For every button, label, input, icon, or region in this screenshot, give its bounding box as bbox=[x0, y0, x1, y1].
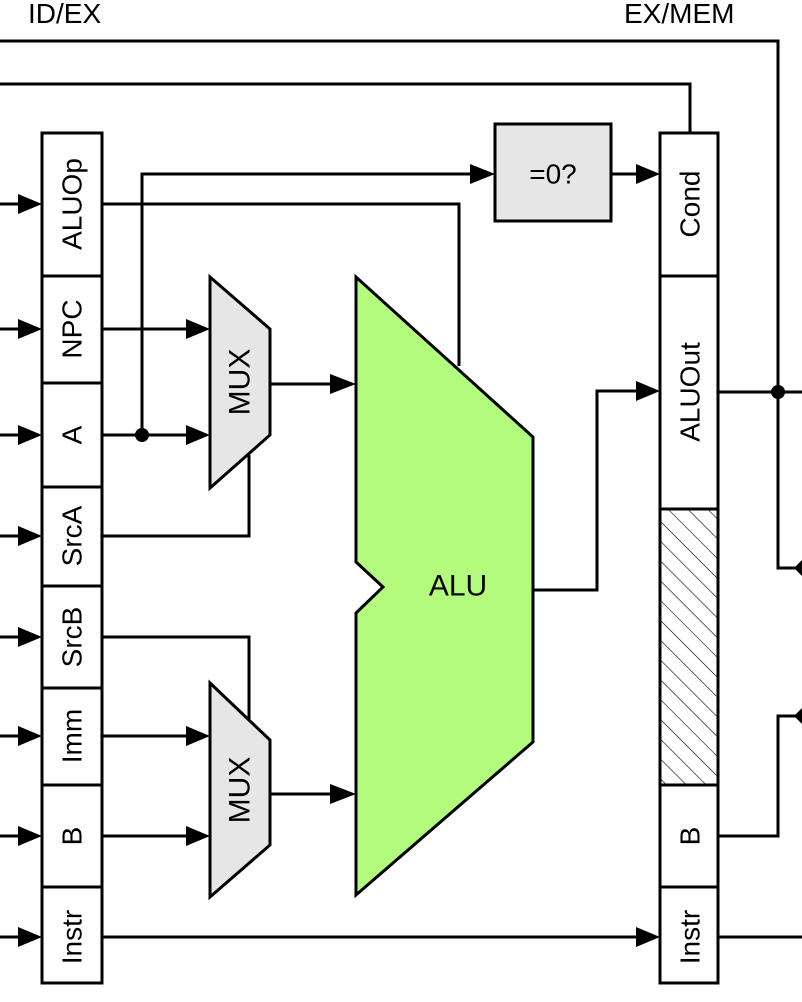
mux-bottom bbox=[208, 679, 272, 901]
arrowhead-npc-mux bbox=[186, 319, 210, 339]
zero-test-label: =0? bbox=[529, 159, 577, 190]
id-ex-register bbox=[40, 131, 104, 985]
arrowhead-alu-in-bottom bbox=[330, 784, 356, 804]
arrowhead-instr-in bbox=[636, 927, 660, 947]
id-ex-field-npc: NPC bbox=[57, 299, 88, 358]
arrowhead-out-lower bbox=[794, 708, 802, 724]
ex-mem-field-instr: Instr bbox=[675, 910, 706, 964]
wire-a-to-zero-test bbox=[140, 172, 470, 435]
id-ex-field-b: B bbox=[57, 827, 88, 846]
id-ex-field-srcb: SrcB bbox=[57, 607, 88, 668]
arrowhead-a-mux bbox=[186, 425, 210, 445]
id-ex-field-instr: Instr bbox=[57, 910, 88, 964]
ex-mem-field-aluout: ALUOut bbox=[675, 342, 706, 442]
mux-top bbox=[208, 273, 272, 492]
id-ex-field-a: A bbox=[57, 425, 88, 444]
arrowhead-b-mux bbox=[186, 826, 210, 846]
ex-mem-field-b: B bbox=[675, 827, 706, 846]
wire-alu-to-aluout bbox=[533, 389, 636, 592]
ex-mem-header: EX/MEM bbox=[624, 0, 734, 29]
feedback-wire-outer bbox=[0, 39, 802, 570]
alu-block bbox=[354, 273, 535, 899]
id-ex-field-imm: Imm bbox=[57, 709, 88, 763]
arrowhead-zero-test-in bbox=[470, 164, 495, 184]
wire-srcb-select bbox=[102, 635, 251, 720]
id-ex-header: ID/EX bbox=[28, 0, 101, 29]
arrowhead-aluout-in bbox=[636, 381, 660, 401]
junction-dot-aluout bbox=[771, 385, 785, 399]
ex-mem-field-cond: Cond bbox=[675, 171, 706, 238]
arrowhead-imm-mux bbox=[186, 726, 210, 746]
wire-b-out bbox=[718, 714, 802, 838]
mux-bottom-label: MUX bbox=[224, 757, 257, 824]
id-ex-field-srca: SrcA bbox=[57, 505, 88, 566]
wire-srca-select bbox=[102, 455, 251, 538]
mux-top-label: MUX bbox=[224, 349, 257, 416]
arrowhead-cond-in bbox=[636, 164, 660, 184]
alu-label: ALU bbox=[429, 570, 487, 603]
id-ex-input-wires bbox=[0, 194, 42, 947]
wire-aluop-control bbox=[102, 202, 461, 366]
ex-mem-hatched-section bbox=[658, 507, 720, 787]
arrowhead-alu-in-top bbox=[330, 374, 356, 394]
ex-mem-register bbox=[658, 131, 720, 985]
id-ex-field-aluop: ALUOp bbox=[57, 158, 88, 250]
arrowhead-out-upper bbox=[794, 560, 802, 576]
junction-dot-a bbox=[135, 428, 149, 442]
feedback-wire-inner bbox=[0, 82, 692, 133]
